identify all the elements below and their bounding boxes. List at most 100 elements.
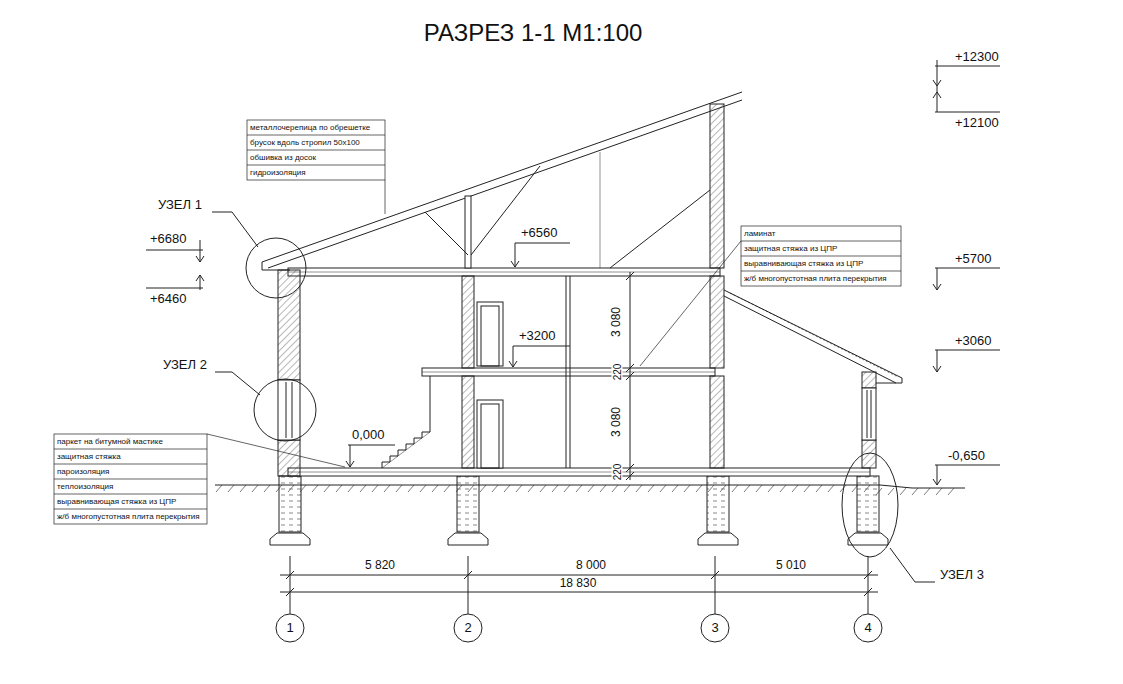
roof — [262, 92, 742, 262]
ground-hatch — [696, 485, 702, 492]
axis-marker — [276, 556, 882, 642]
ground-hatch — [372, 485, 378, 492]
ground-hatch — [888, 488, 894, 495]
ground-hatch — [684, 485, 690, 492]
ground-hatch — [948, 488, 954, 495]
material-table — [54, 449, 207, 450]
level-mark — [348, 445, 395, 446]
level-mark: +6460 — [150, 292, 187, 306]
dimension-line — [626, 472, 634, 480]
dimension-line — [626, 272, 634, 480]
level-mark: +3060 — [955, 334, 992, 348]
level-mark: +3200 — [519, 329, 556, 343]
door — [477, 302, 503, 468]
level-mark — [935, 350, 1000, 351]
wall — [278, 104, 876, 476]
ground-hatch — [228, 485, 234, 492]
material-layer: теплоизоляция — [57, 482, 113, 491]
ground-hatch — [768, 485, 774, 492]
dimension-line — [280, 592, 878, 593]
ground-hatch — [504, 485, 510, 492]
material-table — [247, 120, 385, 180]
material-table — [247, 150, 385, 151]
material-table — [385, 180, 386, 214]
level-mark — [350, 445, 351, 467]
level-mark — [513, 346, 514, 367]
lean-to-roof — [876, 378, 902, 383]
material-table — [54, 434, 207, 524]
foundation — [270, 533, 310, 545]
axis-marker — [454, 614, 482, 642]
dimension-line — [280, 575, 878, 576]
level-mark — [937, 465, 938, 485]
wall — [278, 440, 300, 476]
door — [481, 306, 499, 366]
ground-hatch — [624, 485, 630, 492]
wall — [570, 276, 571, 468]
ground-hatch — [540, 485, 546, 492]
level-mark — [937, 60, 938, 86]
ground-hatch — [600, 485, 606, 492]
ground-hatch — [396, 485, 402, 492]
axis-number: 2 — [464, 621, 471, 635]
material-layer: пароизоляция — [57, 467, 109, 476]
floor-slab — [288, 468, 870, 476]
axis-marker — [854, 614, 882, 642]
material-table — [54, 120, 901, 524]
material-table — [54, 479, 207, 480]
detail-callout — [215, 372, 260, 395]
ground-hatch — [756, 485, 762, 492]
axis-marker — [701, 614, 729, 642]
stair — [382, 376, 430, 468]
wall — [566, 276, 567, 468]
lean-to-roof — [730, 293, 898, 377]
level-mark — [933, 284, 941, 290]
ground-hatch — [528, 485, 534, 492]
dimension-line — [626, 464, 634, 472]
floor-slab — [422, 372, 715, 373]
foundation — [457, 476, 479, 532]
dimension-value: 5 820 — [365, 559, 395, 572]
level-mark: +6680 — [150, 232, 187, 246]
material-table — [741, 226, 901, 286]
ground-hatch — [564, 485, 570, 492]
detail-callout — [212, 212, 258, 247]
ground-hatch — [612, 485, 618, 492]
level-mark — [146, 250, 203, 251]
ground-hatch — [660, 485, 666, 492]
dimension-value: 220 — [612, 463, 623, 482]
axis-marker — [868, 556, 869, 614]
roof — [425, 212, 468, 255]
wall — [710, 276, 724, 368]
section-drawing — [54, 60, 1000, 642]
lean-to-roof — [724, 296, 896, 383]
material-layer: защитная стяжка из ЦПР — [744, 244, 837, 253]
ground-hatch — [432, 485, 438, 492]
ground-hatch — [360, 485, 366, 492]
material-layer: ж/б многопустотная плита перекрытия — [744, 274, 887, 283]
ground-hatch — [828, 485, 834, 492]
ground-hatch — [480, 485, 486, 492]
level-mark — [933, 479, 941, 485]
ground-hatch — [648, 485, 654, 492]
ground-hatch — [672, 485, 678, 492]
ground-hatch — [900, 488, 906, 495]
ground-hatch — [804, 485, 810, 492]
ground-hatch — [588, 485, 594, 492]
material-table — [741, 256, 901, 257]
dimension-line — [626, 372, 634, 380]
detail-label: УЗЕЛ 1 — [158, 198, 202, 212]
ground-hatch — [936, 488, 942, 495]
ground-hatch — [552, 485, 558, 492]
wall — [862, 372, 876, 388]
axis-number: 1 — [286, 621, 293, 635]
level-mark — [937, 86, 938, 92]
ground-hatch — [792, 485, 798, 492]
ground-hatch — [732, 485, 738, 492]
level-mark — [515, 243, 516, 267]
ground-hatch — [780, 485, 786, 492]
level-mark — [515, 243, 570, 244]
ground-hatch — [576, 485, 582, 492]
level-mark — [346, 461, 354, 467]
